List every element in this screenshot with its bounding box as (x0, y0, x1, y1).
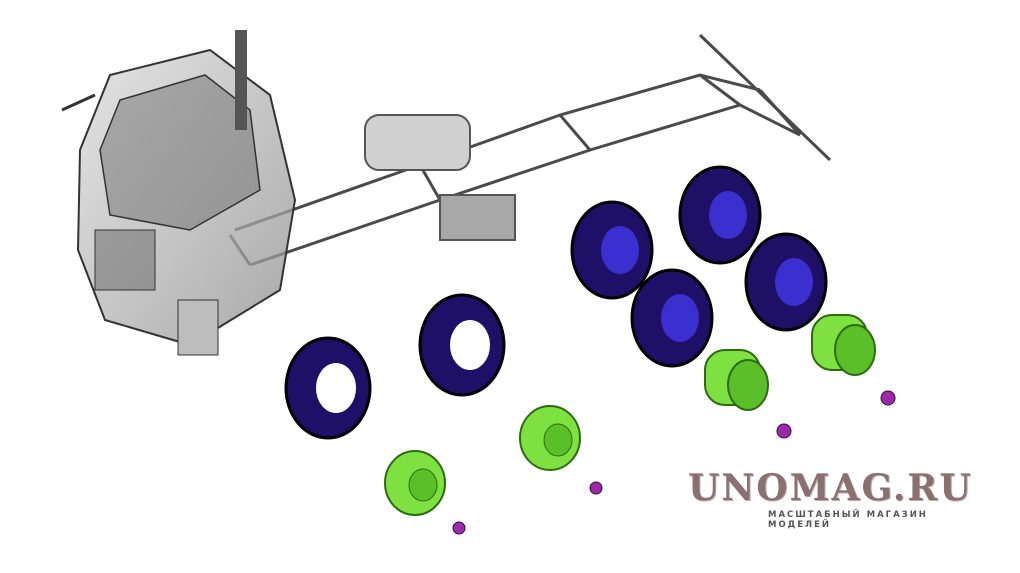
brand-logo: UNOMAG.RU МАСШТАБНЫЙ МАГАЗИН МОДЕЛЕЙ (688, 468, 988, 530)
rim-rear-right (811, 314, 876, 376)
rim-rear-left (704, 349, 769, 411)
hub-cap-4 (880, 390, 896, 406)
chassis-frame (228, 33, 832, 267)
brand-name: UNOMAG.RU (688, 467, 973, 509)
tire-rear-4 (744, 232, 828, 332)
brand-tagline: МАСШТАБНЫЙ МАГАЗИН МОДЕЛЕЙ (768, 510, 928, 530)
hub-cap-3 (776, 423, 792, 439)
tire-rear-1 (570, 200, 654, 300)
truck-cab (61, 30, 297, 356)
hub-cap-2 (589, 481, 603, 495)
tire-front-left (284, 336, 372, 440)
tire-front-right (418, 293, 506, 397)
hub-cap-1 (452, 521, 466, 535)
fuel-tank (364, 114, 516, 241)
rim-front-left (384, 450, 446, 516)
tire-rear-3 (630, 268, 714, 368)
rim-front-right (519, 405, 581, 471)
tire-rear-2 (678, 165, 762, 265)
